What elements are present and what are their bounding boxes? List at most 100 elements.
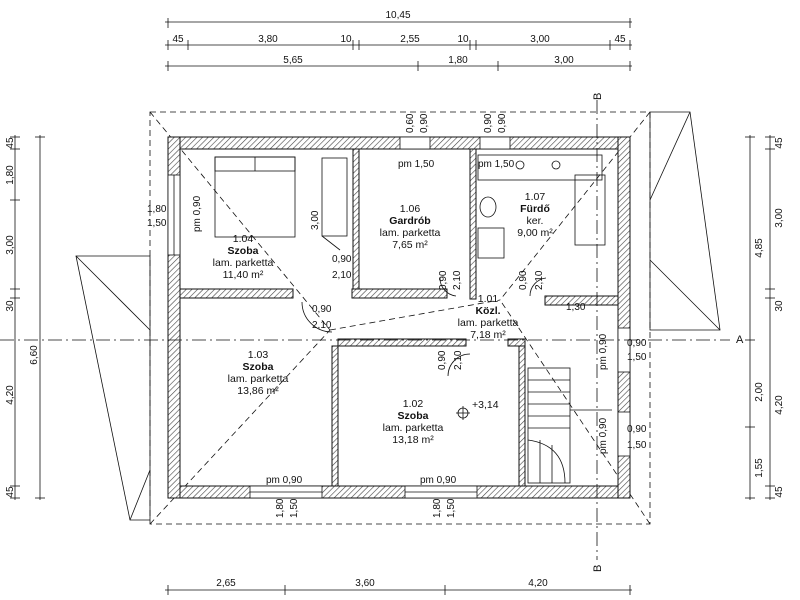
level-value: +3,14 — [472, 399, 499, 411]
room-floor: lam. parketta — [213, 257, 274, 269]
room-id: 1.03 — [248, 349, 269, 361]
win-top1-a: 0,60 — [405, 113, 416, 133]
section-label-b-top: B — [592, 93, 604, 100]
dimension-right-inner: 45 3,00 30 4,20 45 — [765, 135, 785, 500]
dimension-bottom: 2,65 3,60 4,20 — [165, 578, 632, 595]
section-label-b-bottom: B — [592, 565, 604, 572]
win-right1-b: 1,50 — [627, 352, 647, 363]
room-1-06: 1.06 Gardrób lam. parketta 7,65 m² — [380, 203, 441, 251]
dim-right-seg-1: 45 — [774, 137, 785, 149]
room-id: 1.02 — [403, 398, 424, 410]
dim-top-seg-1: 45 — [172, 34, 184, 45]
room-area: 7,65 m² — [392, 239, 428, 251]
door-room2-w: 0,90 — [437, 350, 448, 370]
dim-bottom-seg-2: 3,60 — [355, 578, 375, 589]
win-top2-a: 0,90 — [483, 113, 494, 133]
dimension-top-row1: 10,45 — [165, 10, 632, 28]
door-hall-w: 0,90 — [312, 304, 332, 315]
room-area: 13,18 m² — [392, 434, 434, 446]
dim-top-seg-5: 10 — [457, 34, 469, 45]
pm-label-left: pm 0,90 — [192, 195, 203, 232]
dim-left-seg-6: 45 — [5, 486, 16, 498]
room-1-03: 1.03 Szoba lam. parketta 13,86 m² — [228, 349, 289, 397]
dim-bottom-seg-1: 2,65 — [216, 578, 236, 589]
dim-top-row3-seg-2: 1,80 — [448, 55, 468, 66]
room-1-04: 1.04 Szoba lam. parketta 11,40 m² — [213, 233, 274, 281]
windows — [167, 136, 631, 499]
pm-label-top-1: pm 1,50 — [398, 159, 435, 170]
interior-walls — [179, 148, 619, 487]
room-1-02: 1.02 Szoba lam. parketta 13,18 m² — [383, 398, 444, 446]
roof-projection-left — [75, 255, 151, 521]
room-name: Fürdő — [520, 203, 550, 215]
dim-top-row3-seg-3: 3,00 — [554, 55, 574, 66]
door-gardrob-w: 0,90 — [332, 254, 352, 265]
dim-bottom-seg-3: 4,20 — [528, 578, 548, 589]
dim-left-seg-5: 4,20 — [5, 385, 16, 405]
room-name: Közl. — [475, 305, 500, 317]
room-area: 13,86 m² — [237, 385, 279, 397]
win-left-a: 1,80 — [147, 204, 167, 215]
staircase — [527, 367, 612, 484]
win-top1-b: 0,90 — [419, 113, 430, 133]
room-1-07: 1.07 Fürdő ker. 9,00 m² — [517, 191, 553, 239]
dim-top-seg-3: 10 — [340, 34, 352, 45]
door-gardrob-v-h: 2,10 — [452, 270, 463, 290]
room-area: 9,00 m² — [517, 227, 553, 239]
wardrobe-dim: 3,00 — [310, 210, 321, 230]
dimension-left-total: 6,60 — [29, 135, 45, 500]
bathroom-fixtures — [477, 154, 606, 259]
dim-right-seg-5: 45 — [774, 486, 785, 498]
door-bath-w: 0,90 — [518, 270, 529, 290]
door-hall-h: 2,10 — [312, 320, 332, 331]
dim-left-total: 6,60 — [29, 345, 40, 365]
door-gardrob-h: 2,10 — [332, 270, 352, 281]
dimension-left-outer: 45 1,80 3,00 30 4,20 45 — [5, 135, 20, 500]
wardrobe — [321, 157, 348, 251]
room-id: 1.06 — [400, 203, 421, 215]
dim-right-outer-seg-2: 2,00 — [754, 382, 765, 402]
win-right2-a: 0,90 — [627, 424, 647, 435]
dimension-top-row3: 5,65 1,80 3,00 — [165, 55, 632, 71]
dimension-right-outer: 4,85 2,00 1,55 — [745, 135, 765, 500]
room-floor: lam. parketta — [383, 422, 444, 434]
section-line-b: B B — [592, 93, 604, 572]
door-room2-h: 2,10 — [453, 350, 464, 370]
section-label-a: A — [736, 334, 744, 346]
dim-right-seg-4: 4,20 — [774, 395, 785, 415]
dim-top-seg-2: 3,80 — [258, 34, 278, 45]
win-right1-a: 0,90 — [627, 338, 647, 349]
room-floor: lam. parketta — [380, 227, 441, 239]
dim-right-seg-3: 30 — [774, 300, 785, 312]
pm-label-right-2: pm 0,90 — [598, 417, 609, 454]
room-area: 11,40 m² — [223, 269, 264, 281]
dim-right-seg-2: 3,00 — [774, 208, 785, 228]
dim-total-width: 10,45 — [385, 10, 410, 21]
dim-left-seg-2: 1,80 — [5, 165, 16, 185]
dimension-top-row2: 45 3,80 10 2,55 10 3,00 45 — [165, 34, 632, 50]
room-floor: ker. — [527, 215, 544, 227]
room-name: Szoba — [228, 245, 259, 257]
room-name: Szoba — [243, 361, 274, 373]
win-right2-b: 1,50 — [627, 440, 647, 451]
dim-left-seg-1: 45 — [5, 137, 16, 149]
pm-label-top-2: pm 1,50 — [478, 159, 515, 170]
win-bot2-b: 1,50 — [446, 498, 457, 518]
roof-projection-right — [649, 111, 721, 331]
dim-top-seg-6: 3,00 — [530, 34, 550, 45]
win-left-b: 1,50 — [147, 218, 167, 229]
dim-right-outer-seg-3: 1,55 — [754, 458, 765, 478]
win-bot1-b: 1,50 — [289, 498, 300, 518]
pm-label-bottom-2: pm 0,90 — [420, 475, 457, 486]
room-name: Szoba — [398, 410, 429, 422]
room-floor: lam. parketta — [228, 373, 289, 385]
room-name: Gardrób — [389, 215, 430, 227]
dim-left-seg-3: 3,00 — [5, 235, 16, 255]
level-marker: +3,14 — [456, 399, 499, 420]
section-line-a: A — [0, 334, 744, 346]
door-swings — [301, 277, 547, 377]
door-bath-h: 2,10 — [534, 270, 545, 290]
room-floor: lam. parketta — [458, 317, 519, 329]
bath-dim: 1,30 — [566, 302, 586, 313]
